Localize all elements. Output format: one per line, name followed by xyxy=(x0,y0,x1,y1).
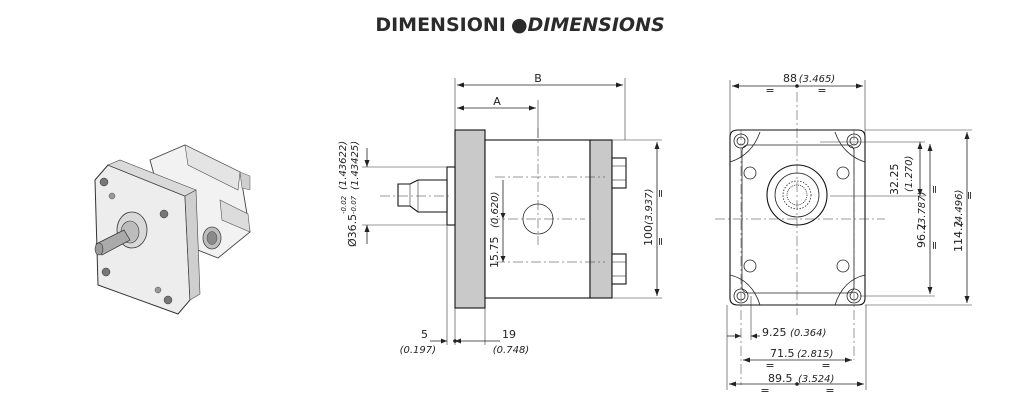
dim-A-label: A xyxy=(493,95,501,108)
drawing-title: DIMENSIONI ●DIMENSIONS xyxy=(0,14,1014,36)
upper-offset-label: 32.25 xyxy=(888,164,901,196)
upper-offset-inch: (1.270) xyxy=(904,156,915,192)
hole-spacing-h-eq-left: = xyxy=(765,359,774,372)
front-view: 88 (3.465) = = xyxy=(715,72,976,397)
shaft-inch-min: (1.43425) xyxy=(350,141,361,190)
hole-spacing-v-eq-upper: = xyxy=(928,185,941,194)
overall-width-label: 89.5 xyxy=(768,372,793,385)
title-italian: DIMENSIONI xyxy=(375,14,506,36)
overall-height-eq: = xyxy=(963,191,976,200)
overall-width-eq-left: = xyxy=(760,384,769,397)
title-separator: ● xyxy=(510,14,528,36)
hole-spacing-v-inch: (3.787) xyxy=(917,192,928,228)
rear-cover-side xyxy=(589,139,613,299)
body-height-inch: (3.937) xyxy=(644,189,655,225)
top-width-label: 88 xyxy=(783,72,797,85)
shaft-length-inch: (0.748) xyxy=(493,345,529,356)
shaft-inch-max: (1.43622) xyxy=(338,141,349,190)
overall-height-label: 114.2 xyxy=(952,221,965,253)
hole-offset-inch: (0.364) xyxy=(790,328,826,339)
title-english: DIMENSIONS xyxy=(527,14,665,36)
shaft-tolerance-lower: -0.07 xyxy=(350,195,358,214)
overall-width-inch: (3.524) xyxy=(798,374,834,385)
hole-offset-label: 9.25 xyxy=(762,326,787,339)
hole-spacing-v-eq-lower: = xyxy=(928,241,941,250)
dim-B-label: B xyxy=(534,72,542,85)
body-height-eq-upper: = xyxy=(654,189,667,198)
top-width-inch: (3.465) xyxy=(799,74,835,85)
flange-thickness-inch: (0.197) xyxy=(400,345,436,356)
shaft-diameter-label: Ø36.5 xyxy=(346,214,359,247)
flange-thickness-label: 5 xyxy=(421,328,428,341)
hole-spacing-h-inch: (2.815) xyxy=(797,349,833,360)
pump-isometric-view xyxy=(94,144,251,315)
bolt-head-bottom xyxy=(611,253,627,285)
pump-body-side xyxy=(484,139,591,299)
side-view: B A Ø xyxy=(338,72,667,356)
hole-spacing-h-eq-right: = xyxy=(821,359,830,372)
bolt-head-top xyxy=(611,157,627,189)
overall-height-inch: (4.496) xyxy=(954,190,965,226)
top-width-eq-right: = xyxy=(817,84,826,97)
port-height-inch: (0.620) xyxy=(490,192,501,228)
body-height-label: 100 xyxy=(642,225,655,246)
hole-spacing-v-label: 96.2 xyxy=(915,224,928,249)
overall-width-eq-right: = xyxy=(825,384,834,397)
hole-spacing-h-label: 71.5 xyxy=(770,347,795,360)
body-height-eq-lower: = xyxy=(654,237,667,246)
shaft-length-label: 19 xyxy=(502,328,516,341)
flange-side xyxy=(454,129,486,309)
top-width-eq-left: = xyxy=(765,84,774,97)
port-height-label: 15.75 xyxy=(488,237,501,269)
bolt-holes-front xyxy=(743,166,850,273)
shaft-tolerance-upper: -0.02 xyxy=(340,195,348,214)
